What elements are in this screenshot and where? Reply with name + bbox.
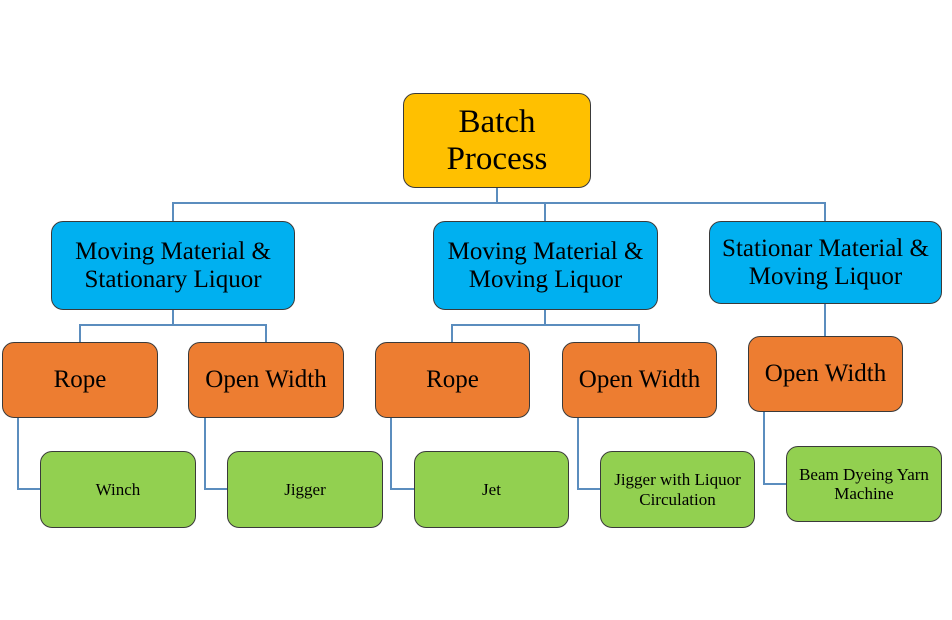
node-moving-material-moving-liquor: Moving Material & Moving Liquor bbox=[433, 221, 658, 310]
node-label: Jigger bbox=[284, 479, 326, 499]
connector-t1-m1 bbox=[17, 418, 40, 490]
node-label: Open Width bbox=[205, 366, 327, 393]
connector-root-c1 bbox=[172, 188, 498, 221]
node-label: Open Width bbox=[578, 366, 701, 393]
node-label: Rope bbox=[53, 366, 107, 393]
node-moving-material-stationary-liquor: Moving Material & Stationary Liquor bbox=[51, 221, 295, 310]
connector-c2-t4 bbox=[544, 310, 640, 342]
connector-t3-m3 bbox=[390, 418, 414, 490]
node-stationar-material-moving-liquor: Stationar Material & Moving Liquor bbox=[709, 221, 942, 304]
node-jigger: Jigger bbox=[227, 451, 383, 528]
node-label: Batch Process bbox=[446, 103, 548, 177]
node-open-width-2: Open Width bbox=[562, 342, 717, 418]
connector-c1-t1 bbox=[79, 310, 174, 342]
node-label: Winch bbox=[95, 479, 141, 499]
node-open-width-1: Open Width bbox=[188, 342, 344, 418]
node-winch: Winch bbox=[40, 451, 196, 528]
node-label: Open Width bbox=[764, 360, 887, 387]
node-label: Stationar Material & Moving Liquor bbox=[722, 234, 929, 290]
node-label: Jet bbox=[482, 479, 501, 499]
connector-c2-t3 bbox=[451, 310, 546, 342]
node-label: Rope bbox=[426, 366, 479, 393]
connector-root-c2 bbox=[496, 188, 546, 221]
node-label: Moving Material & Stationary Liquor bbox=[75, 237, 271, 293]
node-label: Moving Material & Moving Liquor bbox=[447, 237, 644, 293]
node-jet: Jet bbox=[414, 451, 569, 528]
node-label: Jigger with Liquor Circulation bbox=[614, 470, 741, 509]
connector-root-c3 bbox=[496, 188, 826, 221]
node-jigger-with-liquor-circulation: Jigger with Liquor Circulation bbox=[600, 451, 755, 528]
node-open-width-3: Open Width bbox=[748, 336, 903, 412]
connector-c1-t2 bbox=[172, 310, 267, 342]
node-batch-process: Batch Process bbox=[403, 93, 591, 188]
node-rope-2: Rope bbox=[375, 342, 530, 418]
node-label: Beam Dyeing Yarn Machine bbox=[799, 464, 929, 503]
node-beam-dyeing-yarn-machine: Beam Dyeing Yarn Machine bbox=[786, 446, 942, 522]
connector-t5-m5 bbox=[763, 412, 786, 485]
connector-t2-m2 bbox=[204, 418, 227, 490]
node-rope-1: Rope bbox=[2, 342, 158, 418]
connector-t4-m4 bbox=[577, 418, 600, 490]
